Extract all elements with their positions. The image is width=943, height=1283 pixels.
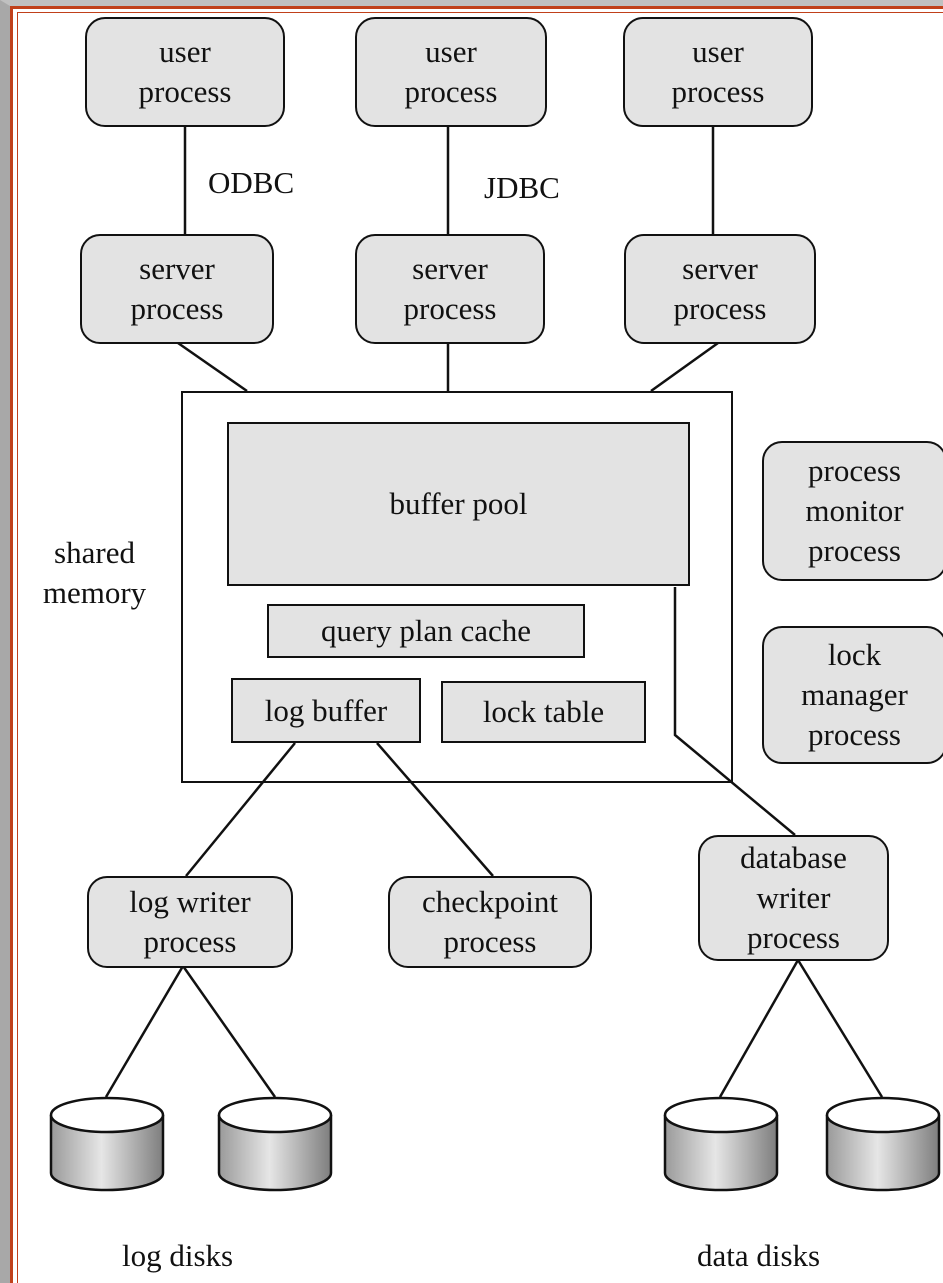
user-process-box-1: user process bbox=[85, 17, 285, 127]
connector-bufferpool-dbwriter bbox=[673, 587, 796, 836]
connector-logbuffer-logwriter bbox=[185, 742, 296, 877]
user-process-box-2: user process bbox=[355, 17, 547, 127]
database-writer-process-box: database writer process bbox=[698, 835, 889, 961]
slide-frame-inner-line bbox=[17, 12, 943, 1283]
slide-frame-accent bbox=[10, 6, 943, 1283]
log-writer-process-box: log writer process bbox=[87, 876, 293, 968]
checkpoint-process-box: checkpoint process bbox=[388, 876, 592, 968]
log-disks-label: log disks bbox=[122, 1238, 234, 1273]
query-plan-cache-box: query plan cache bbox=[267, 604, 585, 658]
shared-memory-label: shared memory bbox=[42, 535, 147, 610]
server-process-box-2: server process bbox=[355, 234, 545, 344]
connector-server1-memory bbox=[177, 341, 248, 393]
log-buffer-box: log buffer bbox=[231, 678, 421, 743]
connector-logwriter-disk2 bbox=[181, 965, 277, 1098]
jdbc-label: JDBC bbox=[484, 170, 560, 205]
log-disk-icon-2 bbox=[217, 1096, 333, 1192]
process-monitor-box: process monitor process bbox=[762, 441, 943, 581]
odbc-label: ODBC bbox=[208, 165, 295, 200]
connector-server3-memory bbox=[650, 341, 719, 393]
connector-logwriter-disk1b bbox=[104, 965, 185, 1098]
lock-manager-box: lock manager process bbox=[762, 626, 943, 764]
data-disk-icon-2 bbox=[825, 1096, 941, 1192]
server-process-box-1: server process bbox=[80, 234, 274, 344]
lock-table-box: lock table bbox=[441, 681, 646, 743]
buffer-pool-box: buffer pool bbox=[227, 422, 690, 586]
connector-logbuffer-checkpoint bbox=[376, 742, 494, 877]
connector-dbwriter-disk1 bbox=[718, 959, 800, 1098]
connector-dbwriter-disk2 bbox=[796, 959, 884, 1098]
user-process-box-3: user process bbox=[623, 17, 813, 127]
log-disk-icon-1 bbox=[49, 1096, 165, 1192]
server-process-box-3: server process bbox=[624, 234, 816, 344]
data-disk-icon-1 bbox=[663, 1096, 779, 1192]
data-disks-label: data disks bbox=[697, 1238, 821, 1273]
